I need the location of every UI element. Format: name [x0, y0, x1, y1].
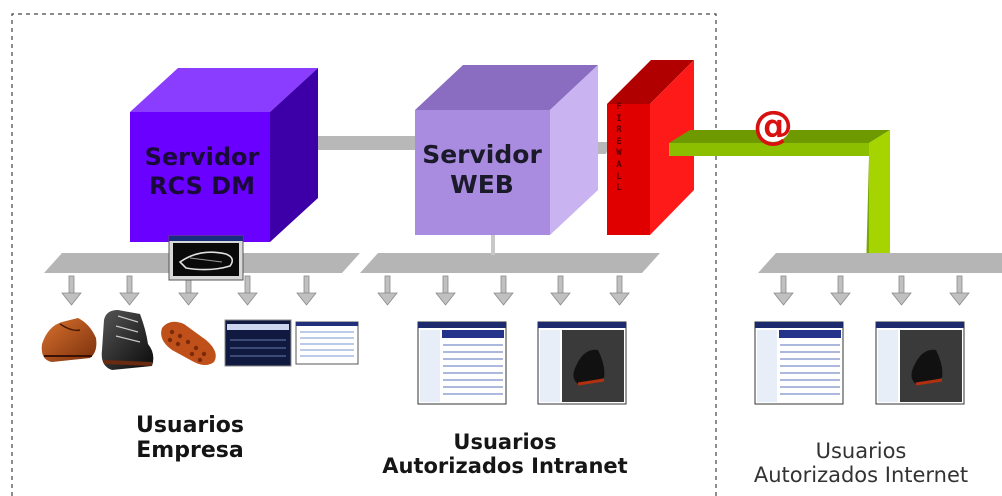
pattern-screen-image — [224, 319, 292, 367]
server-link — [288, 136, 425, 150]
drop-arrow — [377, 275, 398, 306]
rcs-server-label-line2: RCS DM — [149, 171, 255, 200]
firewall-letter: F — [616, 102, 622, 112]
internet-spreadsheet-screen — [754, 321, 844, 405]
web-server — [415, 65, 598, 235]
drop-arrows — [61, 275, 970, 306]
firewall-letter: W — [616, 148, 622, 159]
drop-arrow — [493, 275, 514, 306]
drop-arrow — [119, 275, 140, 306]
firewall-letter: E — [616, 136, 622, 147]
lan-bus-internet — [758, 253, 1002, 273]
group-label-empresa-line2: Empresa — [136, 437, 244, 463]
web-server-label-line2: WEB — [450, 170, 514, 199]
drop-arrow — [891, 275, 912, 306]
spreadsheet-screen-image — [295, 321, 359, 365]
firewall-letter: A — [616, 159, 622, 170]
drop-arrow — [773, 275, 794, 306]
firewall-label: F I R E W A L L — [611, 102, 627, 195]
drop-arrow — [550, 275, 571, 306]
firewall-letter: R — [616, 125, 622, 136]
internet-at-icon: @ — [753, 103, 793, 149]
group-label-intranet-line2: Autorizados Intranet — [382, 453, 628, 478]
drop-arrow — [435, 275, 456, 306]
web-bus-link — [491, 235, 495, 255]
internet-link — [669, 130, 890, 270]
group-label-empresa: Usuarios Empresa — [100, 413, 280, 463]
rcs-server — [130, 68, 318, 242]
rcs-server-label-line1: Servidor — [144, 143, 260, 171]
group-label-intranet-line1: Usuarios — [453, 430, 557, 454]
intranet-boundary — [11, 13, 717, 496]
lan-bus-intranet — [360, 253, 660, 273]
group-label-empresa-line1: Usuarios — [135, 413, 245, 438]
shoe-sole-image — [161, 321, 216, 365]
group-label-internet: Usuarios Autorizados Internet — [720, 439, 1002, 487]
web-server-label-line1: Servidor — [422, 140, 542, 169]
drop-arrow — [296, 275, 317, 306]
internet-boot-viewer-screen — [875, 321, 965, 405]
intranet-spreadsheet-screen — [417, 321, 507, 405]
group-label-internet-line2: Autorizados Internet — [753, 462, 969, 487]
group-label-intranet: Usuarios Autorizados Intranet — [355, 430, 655, 478]
drop-arrow — [609, 275, 630, 306]
svg-text:@: @ — [753, 103, 793, 149]
drop-arrow — [949, 275, 970, 306]
boot-image — [101, 310, 154, 370]
shoe-oxford-image — [41, 318, 97, 362]
group-label-internet-line1: Usuarios — [815, 439, 907, 463]
cad-window-image — [168, 235, 244, 281]
drop-arrow — [237, 275, 258, 306]
firewall-letter: I — [616, 113, 622, 124]
intranet-boot-viewer-screen — [537, 321, 627, 405]
drop-arrow — [61, 275, 82, 306]
drop-arrow — [830, 275, 851, 306]
web-server-label: Servidor WEB — [412, 140, 552, 200]
firewall-letter: L — [616, 183, 622, 194]
rcs-server-label: Servidor RCS DM — [128, 143, 276, 201]
firewall-letter: L — [616, 171, 622, 182]
